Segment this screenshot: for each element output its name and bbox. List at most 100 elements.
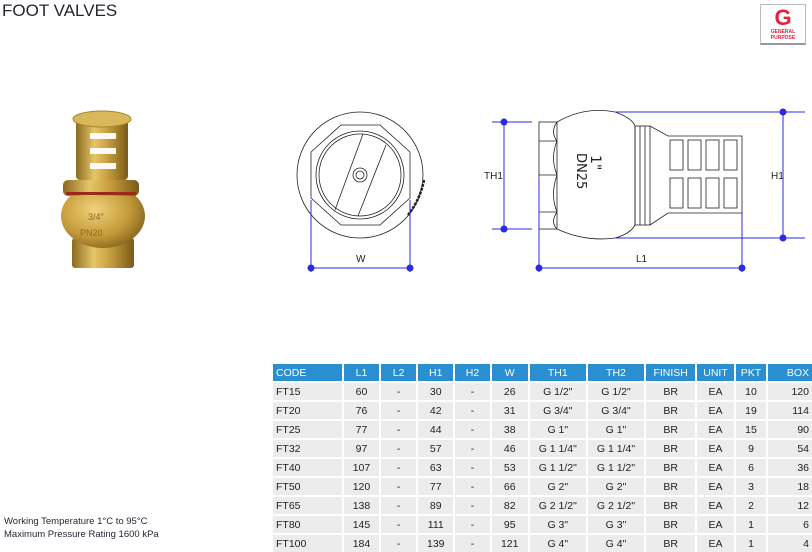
cell-h2: - [454, 476, 492, 496]
cell-l1: 145 [342, 514, 381, 534]
cell-h2: - [454, 381, 492, 401]
cell-th1: G 1/2" [528, 381, 588, 401]
technical-drawing: 3/4" PN20 W 1" DN25 [61, 108, 805, 272]
cell-l2: - [379, 438, 419, 458]
logo-text-1: GENERAL [770, 29, 796, 35]
cell-h2: - [454, 400, 492, 420]
cell-code: FT40 [273, 457, 344, 477]
cell-unit: EA [696, 438, 736, 458]
cell-finish: BR [645, 495, 698, 515]
cell-l2: - [379, 381, 419, 401]
cell-th2: G 3" [586, 514, 647, 534]
cell-l1: 97 [342, 438, 381, 458]
working-temperature: Working Temperature 1°C to 95°C [4, 516, 148, 527]
column-header-th2: TH2 [586, 364, 647, 382]
column-header-code: CODE [273, 364, 344, 382]
cell-box: 4 [767, 533, 812, 552]
cell-code: FT65 [273, 495, 344, 515]
w-dimension [307, 200, 414, 272]
cell-finish: BR [645, 514, 698, 534]
w-label: W [356, 254, 366, 265]
cell-h1: 42 [417, 400, 456, 420]
cell-pkt: 10 [734, 381, 769, 401]
cell-l1: 138 [342, 495, 381, 515]
cell-h1: 44 [417, 419, 456, 439]
column-header-l1: L1 [342, 364, 381, 382]
cell-box: 12 [767, 495, 812, 515]
front-view [296, 111, 426, 239]
cell-box: 18 [767, 476, 812, 496]
logo-text-2: PURPOSE [770, 35, 796, 41]
cell-finish: BR [645, 438, 698, 458]
column-header-l2: L2 [379, 364, 419, 382]
cell-h1: 89 [417, 495, 456, 515]
cell-unit: EA [696, 381, 736, 401]
cell-pkt: 6 [734, 457, 769, 477]
cell-th2: G 4" [586, 533, 647, 552]
cell-l1: 77 [342, 419, 381, 439]
th1-label: TH1 [484, 171, 503, 182]
h1-label: H1 [771, 171, 784, 182]
cell-finish: BR [645, 476, 698, 496]
cell-unit: EA [696, 495, 736, 515]
photo-marking-pn: PN20 [80, 228, 103, 238]
column-header-pkt: PKT [734, 364, 769, 382]
cell-l2: - [379, 533, 419, 552]
cell-h1: 30 [417, 381, 456, 401]
cell-w: 38 [490, 419, 530, 439]
cell-pkt: 9 [734, 438, 769, 458]
cell-code: FT15 [273, 381, 344, 401]
cell-l2: - [379, 400, 419, 420]
cell-unit: EA [696, 419, 736, 439]
cell-code: FT25 [273, 419, 344, 439]
cell-w: 46 [490, 438, 530, 458]
cell-l1: 76 [342, 400, 381, 420]
cell-w: 95 [490, 514, 530, 534]
cell-h1: 139 [417, 533, 456, 552]
cell-th1: G 2 1/2" [528, 495, 588, 515]
cell-th1: G 3" [528, 514, 588, 534]
cell-box: 90 [767, 419, 812, 439]
cell-h1: 77 [417, 476, 456, 496]
cell-th1: G 4" [528, 533, 588, 552]
cell-pkt: 19 [734, 400, 769, 420]
column-header-unit: UNIT [696, 364, 736, 382]
cell-w: 66 [490, 476, 530, 496]
logo-letter: G [774, 5, 792, 30]
cell-l1: 120 [342, 476, 381, 496]
general-purpose-logo: G GENERAL PURPOSE [760, 4, 806, 45]
cell-w: 121 [490, 533, 530, 552]
cell-pkt: 3 [734, 476, 769, 496]
cell-th2: G 1 1/2" [586, 457, 647, 477]
column-header-h2: H2 [454, 364, 492, 382]
cell-th2: G 1/2" [586, 381, 647, 401]
photo-marking-size: 3/4" [88, 212, 104, 222]
page-title: FOOT VALVES [2, 1, 118, 20]
cell-th2: G 2 1/2" [586, 495, 647, 515]
cell-th2: G 2" [586, 476, 647, 496]
cell-finish: BR [645, 533, 698, 552]
cell-unit: EA [696, 533, 736, 552]
cell-code: FT80 [273, 514, 344, 534]
cell-unit: EA [696, 514, 736, 534]
cell-box: 54 [767, 438, 812, 458]
cell-l2: - [379, 514, 419, 534]
column-header-w: W [490, 364, 530, 382]
cell-th2: G 1" [586, 419, 647, 439]
cell-th2: G 3/4" [586, 400, 647, 420]
specifications-notes: Working Temperature 1°C to 95°C Maximum … [4, 515, 159, 541]
cell-th1: G 2" [528, 476, 588, 496]
cell-h2: - [454, 495, 492, 515]
cell-l1: 184 [342, 533, 381, 552]
cell-code: FT32 [273, 438, 344, 458]
product-photo: 3/4" PN20 [61, 110, 145, 268]
column-header-finish: FINISH [645, 364, 698, 382]
